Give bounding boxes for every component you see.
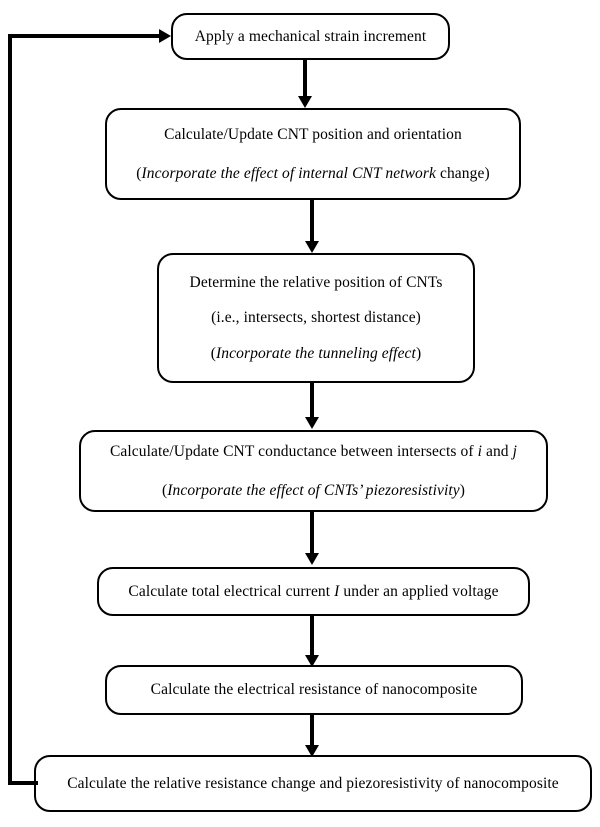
edge-line-3 — [310, 383, 314, 419]
node-relative-resistance[interactable]: Calculate the relative resistance change… — [34, 755, 592, 812]
edge-arrowhead-5 — [305, 655, 319, 667]
edge-line-4 — [310, 512, 314, 555]
paren-close: ) — [415, 344, 422, 362]
trailing-text: under an applied voltage — [339, 582, 499, 600]
leading-text: Calculate/Update CNT conductance between… — [109, 443, 478, 461]
node-line: Apply a mechanical strain increment — [194, 27, 427, 45]
conjunction-text: and — [481, 443, 513, 461]
node-apply-strain[interactable]: Apply a mechanical strain increment — [171, 13, 450, 60]
paren-open: ( — [210, 344, 217, 362]
node-line: Calculate the electrical resistance of n… — [150, 681, 478, 699]
trailing-text: change) — [436, 164, 490, 182]
node-line: (Incorporate the effect of internal CNT … — [107, 164, 519, 183]
feedback-edge-bottom-segment — [8, 781, 38, 785]
variable-i: i — [477, 443, 482, 461]
leading-text: Calculate total electrical current — [128, 582, 335, 600]
node-electrical-resistance[interactable]: Calculate the electrical resistance of n… — [105, 665, 523, 715]
edge-arrowhead-1 — [298, 96, 312, 108]
node-line: Determine the relative position of CNTs — [189, 273, 443, 291]
edge-arrowhead-2 — [305, 241, 319, 253]
edge-line-5 — [310, 616, 314, 657]
node-line: Calculate the relative resistance change… — [67, 774, 559, 792]
emphasis-text: Incorporate the effect of internal CNT n… — [141, 164, 436, 182]
node-total-current[interactable]: Calculate total electrical current I und… — [97, 567, 530, 616]
feedback-edge-vertical-segment — [8, 34, 12, 785]
paren-close: ) — [459, 481, 466, 499]
node-line: Calculate/Update CNT conductance between… — [81, 442, 546, 461]
node-line: (Incorporate the effect of CNTs’ piezore… — [81, 481, 546, 500]
edge-arrowhead-4 — [305, 553, 319, 565]
edge-line-6 — [310, 715, 314, 747]
variable-j: j — [512, 443, 518, 461]
variable-current: I — [334, 582, 340, 600]
node-line: Calculate/Update CNT position and orient… — [164, 126, 462, 144]
edge-arrowhead-3 — [305, 417, 319, 429]
feedback-edge-arrowhead — [159, 29, 171, 43]
edge-arrowhead-6 — [305, 745, 319, 757]
edge-line-2 — [310, 200, 314, 243]
node-cnt-conductance[interactable]: Calculate/Update CNT conductance between… — [79, 430, 548, 512]
node-relative-position[interactable]: Determine the relative position of CNTs … — [157, 253, 475, 383]
node-update-position[interactable]: Calculate/Update CNT position and orient… — [105, 108, 521, 200]
emphasis-text: Incorporate the effect of CNTs’ piezores… — [167, 481, 460, 499]
paren-open: ( — [161, 481, 168, 499]
paren-open: ( — [136, 164, 142, 182]
feedback-edge-top-segment — [8, 34, 160, 38]
edge-line-1 — [303, 60, 307, 98]
node-line: (Incorporate the tunneling effect) — [159, 344, 473, 363]
emphasis-text: Incorporate the tunneling effect — [216, 344, 416, 362]
node-line: Calculate total electrical current I und… — [99, 582, 528, 601]
node-line: (i.e., intersects, shortest distance) — [211, 309, 421, 327]
